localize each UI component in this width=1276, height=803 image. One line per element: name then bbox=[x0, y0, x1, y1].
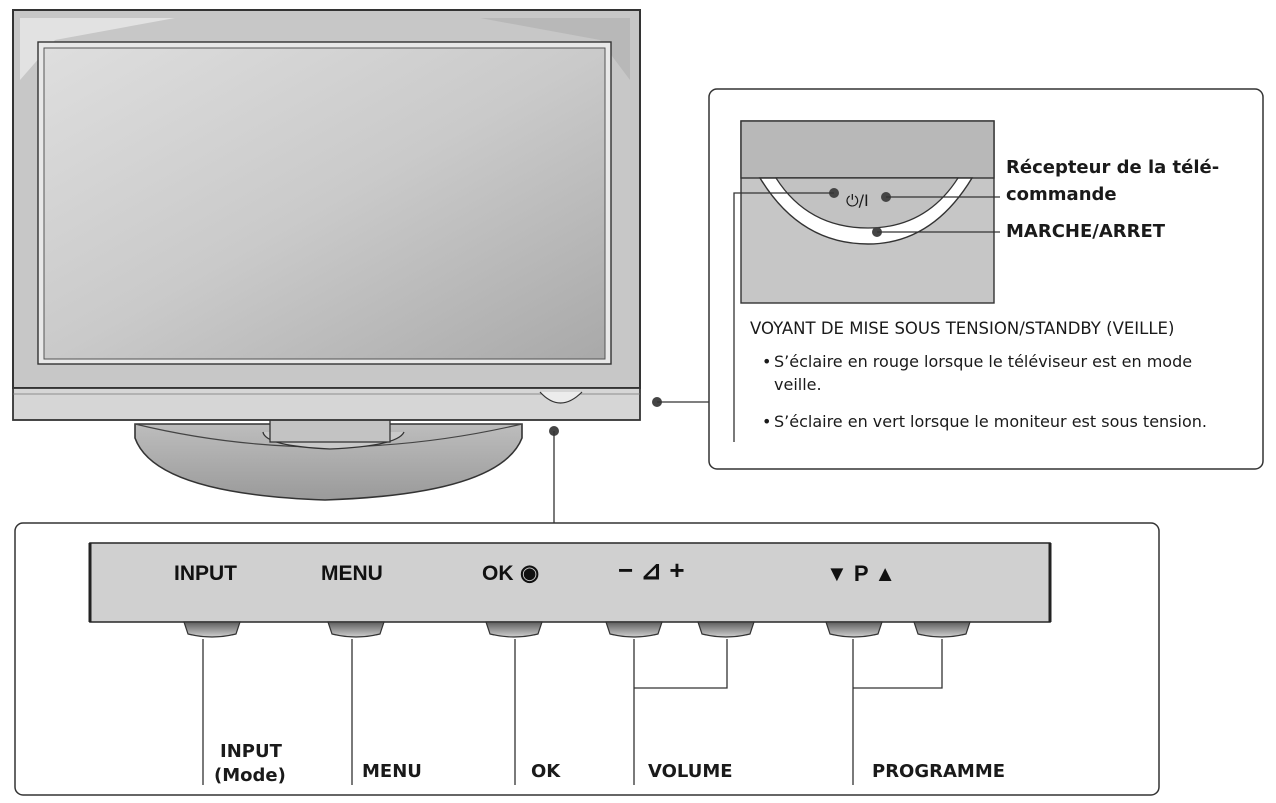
input-label-line2: (Mode) bbox=[214, 765, 286, 786]
power-callout-box bbox=[708, 88, 1264, 470]
bullet-green-line1: S’éclaire en vert lorsque le moniteur es… bbox=[774, 412, 1207, 431]
input-key-label: INPUT bbox=[174, 562, 237, 585]
volume-label: VOLUME bbox=[648, 761, 733, 782]
programme-key-label: ▼ P ▲ bbox=[826, 561, 897, 586]
remote-receiver-label-line1: Récepteur de la télé- bbox=[1006, 157, 1220, 178]
control-panel-callout bbox=[14, 522, 1160, 796]
bullet-red-line2: veille. bbox=[774, 375, 822, 394]
bullet-red-line1: S’éclaire en rouge lorsque le téléviseur… bbox=[774, 352, 1193, 371]
indicator-title: VOYANT DE MISE SOUS TENSION/STANDBY (VEI… bbox=[750, 319, 1175, 338]
volume-key-label: − ⊿ + bbox=[618, 555, 685, 585]
tv-stand bbox=[134, 417, 523, 501]
menu-label: MENU bbox=[362, 761, 422, 782]
ok-key-icon: ◉ bbox=[520, 560, 540, 585]
remote-receiver-label-line2: commande bbox=[1006, 184, 1117, 205]
input-label-line1: INPUT bbox=[220, 741, 282, 762]
panel-button-stubs bbox=[183, 621, 971, 638]
power-symbol-label: ⏻/I bbox=[846, 191, 869, 210]
tv-body bbox=[12, 9, 641, 421]
ok-key-label: OK bbox=[482, 562, 514, 585]
panel-leader-lines bbox=[202, 639, 943, 785]
ok-label: OK bbox=[531, 761, 561, 782]
menu-key-label: MENU bbox=[321, 562, 383, 585]
programme-label: PROGRAMME bbox=[872, 761, 1006, 782]
power-button-label: MARCHE/ARRET bbox=[1006, 221, 1166, 242]
